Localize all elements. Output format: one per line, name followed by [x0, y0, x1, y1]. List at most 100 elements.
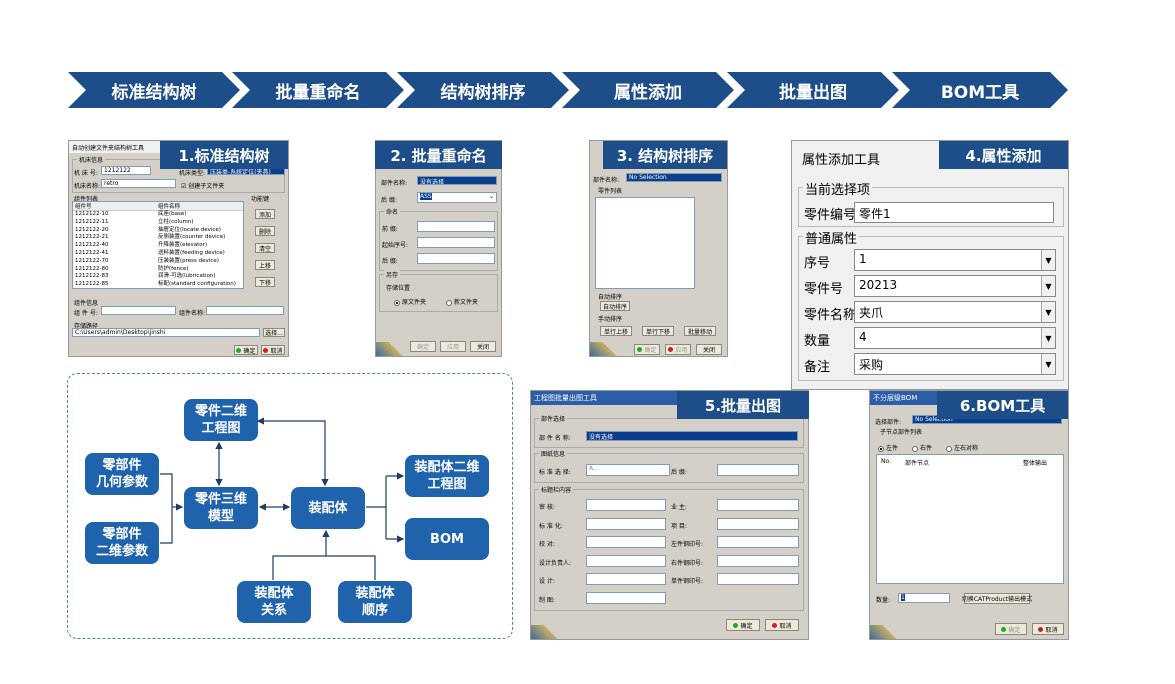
item-no: 1212122-85	[75, 281, 109, 288]
tb-input[interactable]	[586, 591, 666, 604]
tb-input[interactable]	[586, 554, 666, 567]
comp-no-input[interactable]	[101, 306, 176, 315]
ok-button[interactable]: 确定	[234, 345, 258, 355]
attr-select[interactable]: 1▼	[854, 249, 1056, 271]
col-name: 组件名称	[158, 204, 181, 210]
move-down-button[interactable]: 下移	[255, 277, 275, 287]
part-input[interactable]: 没有选择	[586, 431, 798, 441]
close-button[interactable]: 关闭	[696, 344, 722, 355]
add-button[interactable]: 添加	[255, 209, 275, 219]
machine-name-input[interactable]: retro	[101, 179, 176, 188]
close-button[interactable]: 关闭	[470, 341, 496, 352]
clear-button[interactable]: 清空	[255, 243, 275, 253]
comp-name-input[interactable]	[206, 306, 284, 315]
std-select[interactable]: A...	[586, 464, 670, 476]
common-group: 普通属性	[803, 228, 860, 247]
tb-input[interactable]	[717, 517, 799, 530]
new-folder-radio[interactable]: 新文件夹	[446, 297, 478, 306]
tb-label: 审 核:	[539, 504, 555, 511]
orig-folder-radio[interactable]: 原文件夹	[394, 297, 426, 306]
start-input[interactable]	[417, 237, 495, 248]
attr-select[interactable]: 4▼	[854, 327, 1056, 349]
cancel-label: 取消	[1045, 626, 1058, 634]
naming-group: 命名	[384, 207, 401, 216]
logo-icon	[590, 342, 620, 356]
item-name: 压装装置(press device)	[158, 257, 219, 264]
attr-select[interactable]: 夹爪▼	[854, 301, 1056, 323]
part-input[interactable]: No Selection	[626, 173, 722, 182]
tb-input[interactable]	[717, 573, 799, 585]
item-name: 送料装置(feeding device)	[158, 249, 225, 256]
tb-input[interactable]	[586, 573, 666, 585]
window-title: 属性添加工具	[802, 153, 881, 168]
cancel-button[interactable]: 取消	[765, 619, 799, 631]
confirm-button[interactable]: 确定	[410, 341, 436, 352]
tb-input[interactable]	[717, 536, 799, 548]
switch-mode-button[interactable]: 切换CATProduct输出模式	[962, 593, 1032, 604]
tb-input[interactable]	[586, 499, 666, 511]
part-input[interactable]: 没有选择	[417, 176, 497, 185]
move-up-button[interactable]: 上移	[255, 260, 275, 270]
part-label: 选择部件:	[875, 419, 902, 426]
browse-button[interactable]: 选择...	[263, 328, 285, 337]
part-3d-model-node: 零件三维模型	[184, 487, 258, 529]
tb-input[interactable]	[717, 554, 799, 567]
cancel-icon	[772, 622, 778, 628]
attr-select[interactable]: 20213▼	[854, 275, 1056, 297]
apply-button[interactable]: 应用	[440, 341, 466, 352]
cancel-button[interactable]: 取消	[1032, 623, 1064, 635]
row-down-button[interactable]: 单行下移	[642, 326, 674, 336]
qty-label: 数量:	[876, 597, 891, 604]
tb-input[interactable]	[586, 536, 666, 548]
left-label: 左件	[886, 445, 899, 452]
machine-no-input[interactable]: 1212122	[101, 166, 151, 175]
attr-select[interactable]: 采购▼	[854, 353, 1056, 375]
symmetric-radio[interactable]: 左右对称	[946, 443, 978, 452]
start-label: 起始序号:	[382, 242, 409, 249]
ok-button[interactable]: 确定	[995, 623, 1027, 635]
apply-label: 应用	[675, 347, 688, 354]
group-label: 机床信息	[77, 155, 106, 164]
row-up-button[interactable]: 单行上移	[600, 326, 632, 336]
post-input[interactable]	[417, 253, 495, 264]
assembly-2d-drawing-node: 装配体二维工程图	[405, 455, 489, 497]
bom-list[interactable]: No. 部件节点 整体输出	[876, 454, 1064, 584]
suffix-input[interactable]	[717, 464, 799, 476]
part-label: 部件名称:	[593, 177, 620, 184]
batch-move-button[interactable]: 批量移动	[684, 326, 716, 336]
badge-3: 3. 结构树排序	[603, 141, 727, 169]
auto-sort-button[interactable]: 自动排序	[600, 301, 630, 311]
delete-button[interactable]: 删除	[255, 226, 275, 236]
part-no-input[interactable]: 零件1	[854, 202, 1054, 223]
badge-6: 6.BOM工具	[937, 391, 1068, 419]
path-input[interactable]: C:\Users\admin\Desktop\jinshi	[72, 328, 260, 337]
ok-button[interactable]: 确定	[726, 619, 760, 631]
tb-input[interactable]	[717, 499, 799, 511]
ok-button[interactable]: 确定	[634, 344, 660, 355]
left-radio[interactable]: 左件	[878, 443, 898, 452]
part-list[interactable]	[595, 197, 695, 289]
bom-tool-panel: 不分层级BOM 选择部件: No Selection 子节点部件列表 左件 右件…	[869, 390, 1069, 640]
create-sub-checkbox[interactable]: ☑ 创建子文件夹	[181, 183, 225, 190]
suffix-select[interactable]: ASS⌄	[417, 192, 497, 203]
prefix-input[interactable]	[417, 221, 495, 232]
chevron-down-icon: ▼	[1041, 302, 1055, 322]
right-radio[interactable]: 右件	[912, 443, 932, 452]
qty-stepper[interactable]: 1	[898, 593, 950, 603]
tb-input[interactable]	[586, 517, 666, 530]
cancel-button[interactable]: 取消	[261, 345, 285, 355]
logo-icon	[376, 342, 406, 356]
apply-button[interactable]: 应用	[665, 344, 691, 355]
ok-icon	[1001, 626, 1007, 632]
